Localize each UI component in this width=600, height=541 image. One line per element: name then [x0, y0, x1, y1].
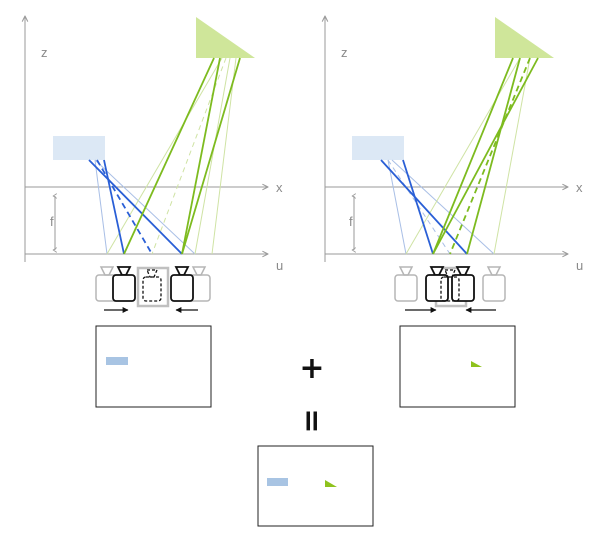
equals-sign: =: [294, 408, 329, 433]
green-image-patch: [325, 480, 337, 487]
camera-icon: [170, 266, 194, 302]
virtual-camera-icon: [136, 266, 170, 308]
blue-rectangle-object: [352, 136, 404, 160]
f-label: f: [50, 214, 54, 229]
right-panel: z x u f: [325, 16, 583, 408]
camera-icon: [112, 266, 136, 302]
u-axis-label: u: [276, 258, 283, 273]
blue-rays: [380, 159, 468, 255]
right-image-frame: [399, 325, 516, 408]
z-axis-label: z: [41, 45, 48, 60]
x-axis-label: x: [276, 180, 283, 195]
camera-icon: [451, 266, 475, 302]
blue-rays: [88, 159, 183, 255]
blue-rectangle-object: [53, 136, 105, 160]
virtual-camera-icon: [142, 269, 162, 302]
green-image-patch: [471, 361, 482, 367]
x-axis-label: x: [576, 180, 583, 195]
z-axis-label: z: [341, 45, 348, 60]
green-rays: [123, 57, 241, 255]
camera-row-left: [95, 266, 211, 313]
f-label: f: [349, 214, 353, 229]
result-image-frame: [257, 445, 374, 527]
left-image-frame: [95, 325, 212, 408]
camera-icon: [394, 266, 418, 302]
green-triangle-object: [495, 17, 554, 58]
green-rays: [432, 57, 539, 255]
green-triangle-object: [196, 17, 255, 58]
camera-icon: [482, 266, 506, 302]
faint-rays: [387, 57, 531, 255]
left-panel: z x u f: [25, 16, 283, 408]
blue-image-patch: [267, 478, 288, 486]
blue-image-patch: [106, 357, 128, 365]
plus-sign: +: [299, 351, 324, 386]
virtual-camera-icon: [440, 269, 460, 302]
camera-row-right: [394, 266, 506, 313]
camera-icon: [425, 266, 449, 302]
u-axis-label: u: [576, 258, 583, 273]
